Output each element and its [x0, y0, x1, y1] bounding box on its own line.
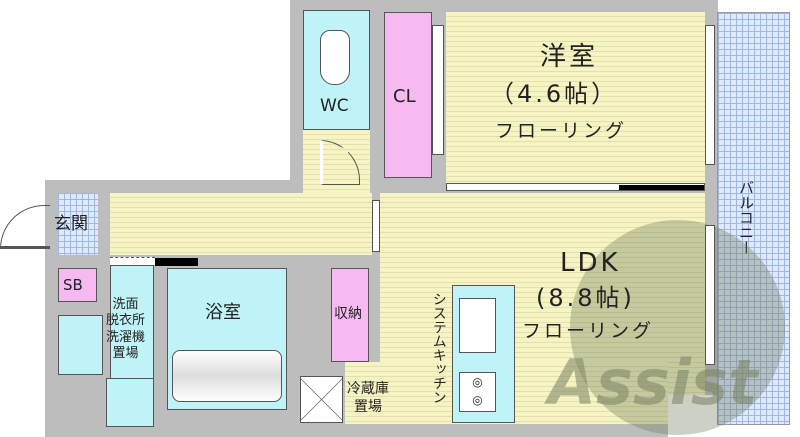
- western-room-name: 洋室: [540, 42, 599, 72]
- shoebox-label: SB: [63, 276, 83, 294]
- sink-icon: [459, 298, 496, 353]
- window-western[interactable]: [705, 25, 715, 165]
- washroom-label-line: 脱衣所: [106, 313, 146, 329]
- balcony: [717, 12, 790, 425]
- ldk-size: (8.8帖): [536, 284, 635, 312]
- stove-icon: ◎◎: [459, 372, 496, 412]
- partition-dotted: [110, 257, 155, 265]
- bathroom-label: 浴室: [205, 302, 241, 323]
- toilet-icon: [320, 30, 350, 85]
- washroom-label-line: 洗面: [112, 297, 139, 312]
- shoebox: [58, 268, 97, 302]
- ldk-floor: フローリング: [522, 320, 655, 342]
- sliding-door-western[interactable]: [446, 183, 705, 191]
- bathtub-icon: [172, 350, 282, 402]
- washroom-label-line: 置場: [112, 345, 139, 361]
- ldk-name: LDK: [560, 248, 621, 278]
- bath-door[interactable]: [155, 258, 198, 266]
- storage-label: 収納: [334, 306, 362, 322]
- window-ldk[interactable]: [705, 225, 715, 365]
- western-room-size: （4.6帖）: [490, 80, 619, 108]
- entrance-door[interactable]: [0, 205, 50, 249]
- watermark-logo: [570, 220, 785, 435]
- fridge-label-line: 置場: [354, 399, 382, 416]
- washroom-label: 洗面 脱衣所 洗濯機 置場: [106, 297, 145, 362]
- storage: [331, 268, 369, 362]
- balcony-label: バルコニー: [737, 180, 755, 255]
- fridge-label: 冷蔵庫 置場: [347, 380, 389, 416]
- kitchen-label: システムキッチン: [430, 292, 447, 404]
- washbasin: [58, 315, 103, 375]
- ldk-door[interactable]: [372, 200, 380, 252]
- hallway: [110, 193, 372, 255]
- watermark-text: Assist: [548, 346, 758, 419]
- sliding-door-panel: [619, 185, 704, 190]
- ldk: [380, 193, 705, 395]
- closet-label: CL: [393, 86, 416, 107]
- fridge-space: [300, 376, 343, 423]
- entrance-label: 玄関: [54, 214, 88, 234]
- entrance: [58, 193, 98, 255]
- washing-machine-space: [106, 378, 154, 427]
- washroom-label-line: 洗濯機: [106, 329, 146, 345]
- closet: [384, 12, 432, 178]
- western-room: [446, 12, 705, 183]
- closet-door[interactable]: [432, 25, 444, 155]
- fridge-label-line: 冷蔵庫: [347, 381, 389, 397]
- western-room-floor: フローリング: [495, 120, 628, 142]
- wc-label: WC: [320, 96, 349, 116]
